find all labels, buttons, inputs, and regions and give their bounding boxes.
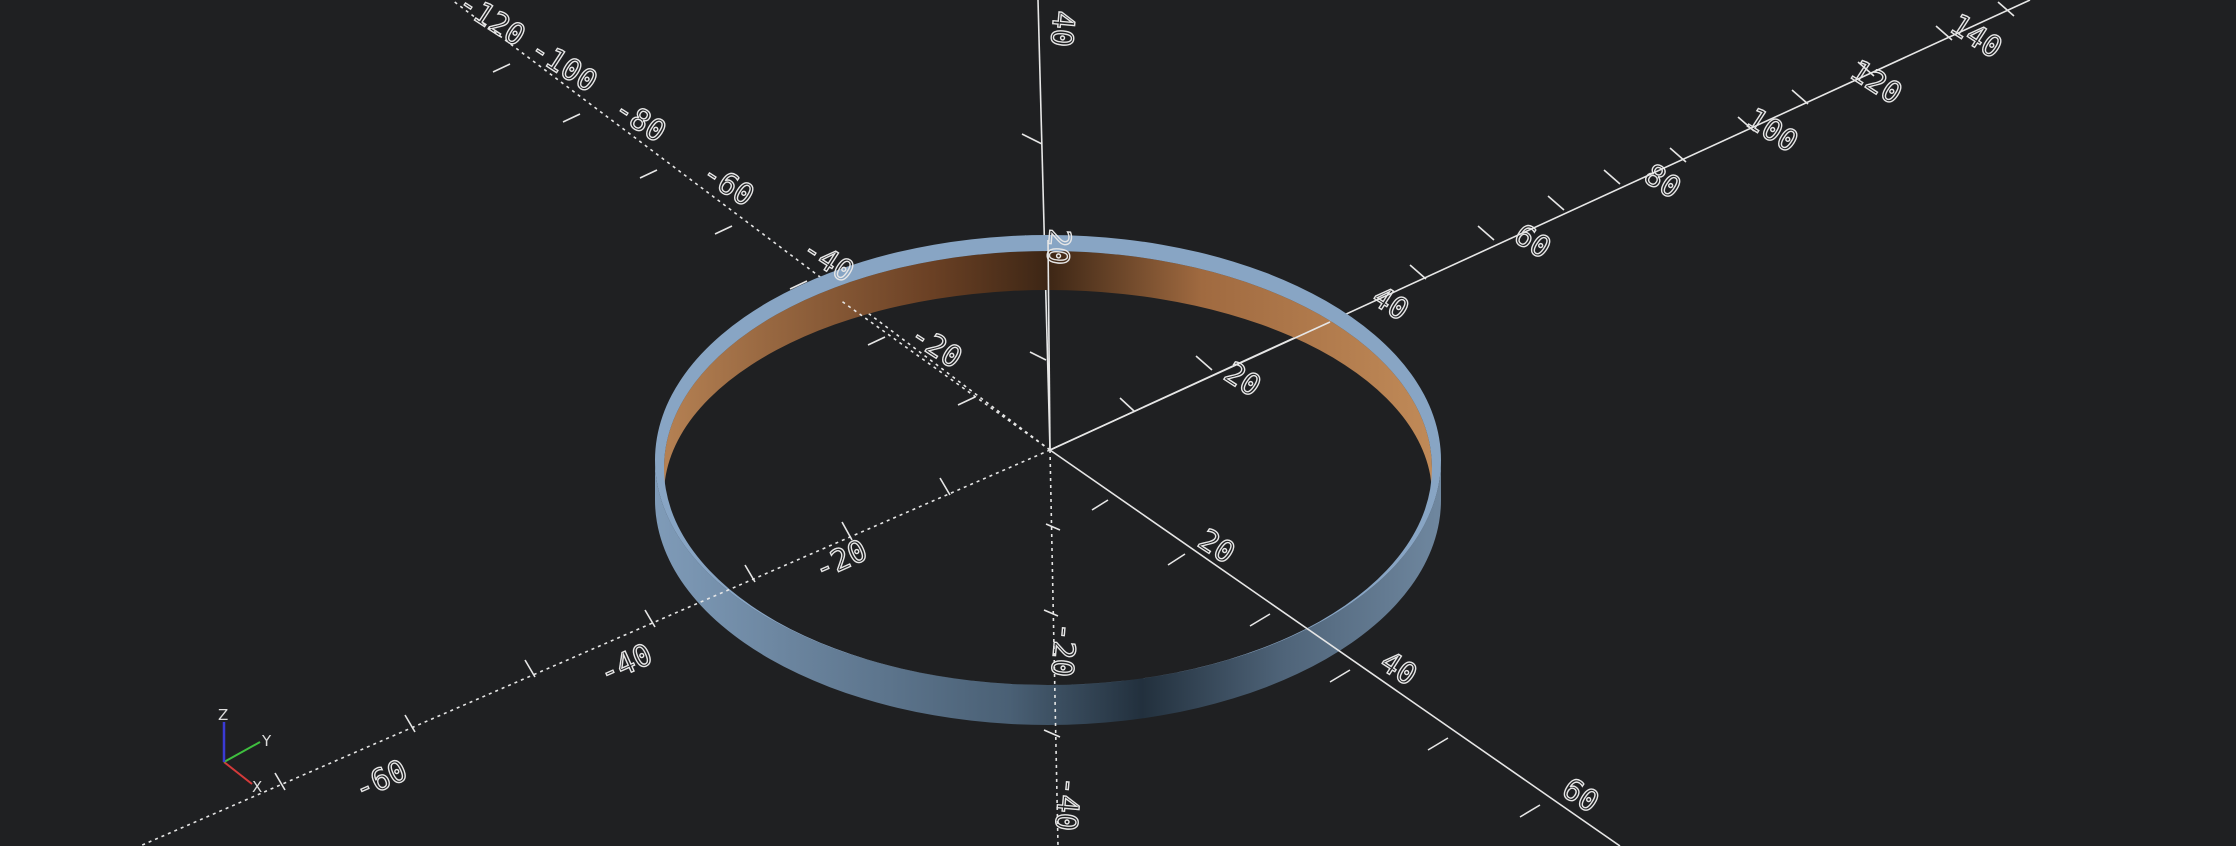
y-neg-label-120: -120 <box>452 0 532 54</box>
gizmo-z-label: Z <box>218 706 228 724</box>
ring-outer-wall <box>655 460 1441 725</box>
x-axis-negative <box>139 449 1051 846</box>
y-pos-label-120: 120 <box>1844 53 1909 112</box>
y-pos-label-40: 40 <box>1366 279 1415 328</box>
x-axis-positive <box>1049 449 1621 846</box>
y-pos-label-100: 100 <box>1740 101 1805 160</box>
x-pos-label-60: 60 <box>1556 771 1605 820</box>
y-neg-label-20: -20 <box>904 317 969 376</box>
z-pos-label-40: 40 <box>1043 9 1081 48</box>
z-pos-label-20: 20 <box>1039 227 1077 266</box>
x-pos-label-40: 40 <box>1374 644 1423 693</box>
y-pos-label-140: 140 <box>1944 7 2009 66</box>
gizmo-y-label: Y <box>261 732 272 750</box>
y-neg-label-60: -60 <box>696 155 761 214</box>
z-axis-positive <box>1037 0 1051 451</box>
z-axis-negative <box>1049 449 1059 846</box>
x-pos-label-20: 20 <box>1192 522 1241 571</box>
z-neg-label-40: -40 <box>1047 775 1087 832</box>
gizmo-x-label: X <box>252 778 262 796</box>
gizmo-x-axis <box>223 761 253 785</box>
x-neg-label-20: -20 <box>809 533 873 587</box>
x-neg-label-60: -60 <box>349 753 413 807</box>
gizmo-y-axis <box>223 741 261 763</box>
axes-front <box>139 239 1621 846</box>
x-neg-label-40: -40 <box>594 637 658 691</box>
y-neg-label-100: -100 <box>524 31 604 100</box>
y-neg-label-80: -80 <box>608 91 673 150</box>
y-pos-label-60: 60 <box>1508 217 1557 266</box>
y-axis-negative <box>451 0 1051 451</box>
y-pos-label-20: 20 <box>1218 355 1267 404</box>
z-neg-label-20: -20 <box>1043 621 1083 678</box>
axes-gizmo: X Y Z <box>218 706 272 796</box>
y-pos-label-80: 80 <box>1638 157 1687 206</box>
